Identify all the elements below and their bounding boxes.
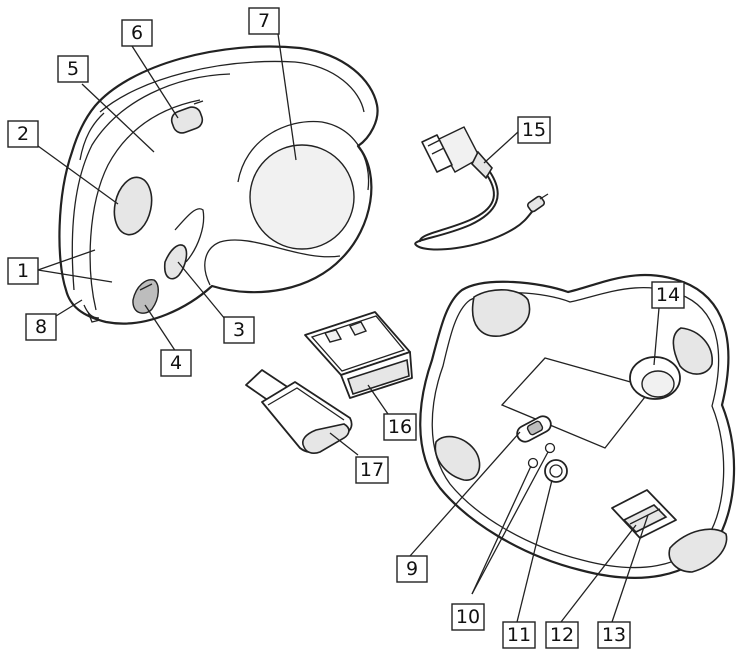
label-14: 14	[651, 281, 685, 309]
back-button	[132, 279, 159, 314]
mouse-bottom-view	[419, 273, 736, 579]
svg-text:10: 10	[456, 606, 480, 628]
svg-text:8: 8	[35, 316, 47, 338]
label-15: 15	[517, 116, 551, 144]
label-2: 2	[7, 120, 39, 148]
label-17: 17	[355, 456, 389, 484]
label-1: 1	[7, 257, 39, 285]
trackball-ball	[249, 144, 355, 250]
label-4: 4	[160, 349, 192, 377]
svg-text:16: 16	[388, 416, 412, 438]
svg-text:12: 12	[550, 624, 574, 646]
svg-text:17: 17	[360, 459, 384, 481]
leader-lines	[37, 33, 660, 623]
svg-text:6: 6	[131, 22, 143, 44]
svg-text:2: 2	[17, 123, 29, 145]
svg-text:11: 11	[507, 624, 531, 646]
ball-removal-hole	[641, 370, 675, 398]
status-led	[527, 457, 539, 469]
label-13: 13	[597, 621, 631, 649]
svg-text:15: 15	[522, 119, 546, 141]
label-3: 3	[223, 316, 255, 344]
svg-text:7: 7	[258, 10, 270, 32]
pairing-button	[544, 459, 568, 483]
svg-text:3: 3	[233, 319, 245, 341]
svg-text:13: 13	[602, 624, 626, 646]
label-7: 7	[248, 7, 280, 35]
dpi-button	[170, 106, 204, 134]
label-11: 11	[502, 621, 536, 649]
usb-receiver	[304, 311, 413, 399]
forward-button	[163, 244, 188, 280]
battery-led	[544, 442, 556, 454]
label-8: 8	[25, 313, 57, 341]
receiver-storage-case	[245, 369, 353, 454]
svg-text:1: 1	[17, 260, 29, 282]
svg-text:4: 4	[170, 352, 182, 374]
svg-text:14: 14	[656, 284, 680, 306]
svg-text:5: 5	[67, 58, 79, 80]
label-10: 10	[451, 603, 485, 631]
label-16: 16	[383, 413, 417, 441]
svg-text:9: 9	[406, 558, 418, 580]
usb-cable	[414, 126, 549, 251]
label-12: 12	[545, 621, 579, 649]
label-5: 5	[57, 55, 89, 83]
label-6: 6	[121, 19, 153, 47]
mouse-top-view	[58, 45, 379, 325]
label-9: 9	[396, 555, 428, 583]
